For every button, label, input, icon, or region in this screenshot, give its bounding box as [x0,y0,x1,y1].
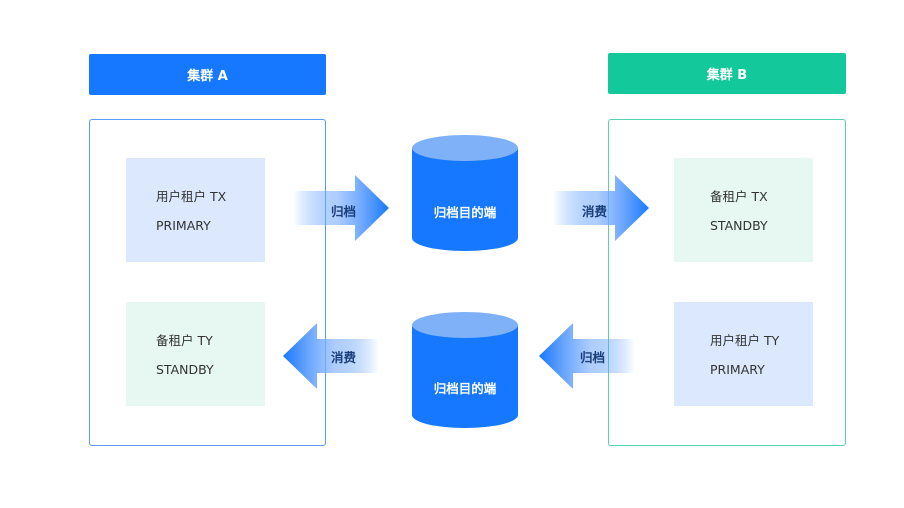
tenant-name: 备租户 TX [710,189,768,204]
arrow-archive-top [293,175,389,241]
arrow-label-consume-top: 消费 [582,204,608,219]
archive-label-bottom: 归档目的端 [433,381,497,396]
cluster-a-box [89,119,326,446]
tenant-card-a-ty: 备租户 TY STANDBY [126,302,265,406]
tenant-role: STANDBY [156,362,214,377]
tenant-role: PRIMARY [710,362,765,377]
arrow-label-archive-bottom: 归档 [580,350,606,365]
archive-cylinder-top [412,135,518,251]
tenant-card-b-tx: 备租户 TX STANDBY [674,158,813,262]
tenant-name: 用户租户 TX [156,189,227,204]
archive-label-top: 归档目的端 [433,205,497,220]
tenant-name: 用户租户 TY [710,333,780,348]
tenant-role: STANDBY [710,218,768,233]
arrow-archive-bottom [539,323,635,389]
tenant-name: 备租户 TY [156,333,213,348]
tenant-role: PRIMARY [156,218,211,233]
cluster-a-header: 集群 A [89,54,326,95]
arrow-label-consume-bottom: 消费 [331,350,357,365]
cluster-a-title: 集群 A [187,69,228,84]
tenant-card-b-ty: 用户租户 TY PRIMARY [674,302,813,406]
arrow-consume-top [553,175,649,241]
archive-cylinder-bottom [412,312,518,428]
arrow-label-archive-top: 归档 [331,204,357,219]
cluster-b-header: 集群 B [608,53,846,94]
tenant-card-a-tx: 用户租户 TX PRIMARY [126,158,265,262]
arrow-consume-bottom [283,323,379,389]
cluster-b-box [608,119,846,446]
cluster-b-title: 集群 B [706,68,748,83]
